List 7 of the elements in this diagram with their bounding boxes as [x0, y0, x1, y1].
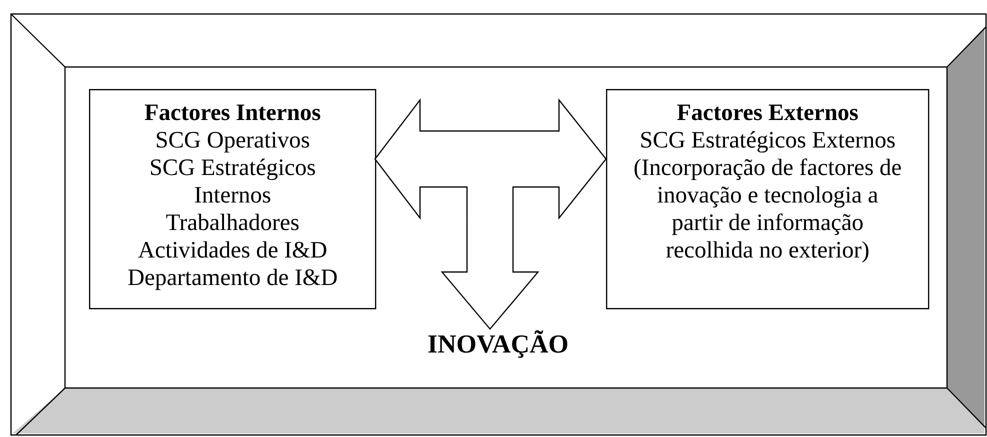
room-frame-drawing [10, 13, 987, 436]
side-wall [947, 27, 984, 428]
text-box: Factores Externos SCG Estratégicos Externos (Incorporação de factores de inovação e tecnologia a partir de informação recolhida no exterior) [606, 89, 930, 310]
text-box: Factores Internos SCG Operativos SCG Estratégicos Internos Trabalhadores Actividades de I&D Departamento de I&D [89, 89, 376, 310]
block-arrow [374, 98, 607, 330]
main-label: INOVAÇÃO [428, 330, 568, 358]
floor-band [12, 388, 984, 434]
